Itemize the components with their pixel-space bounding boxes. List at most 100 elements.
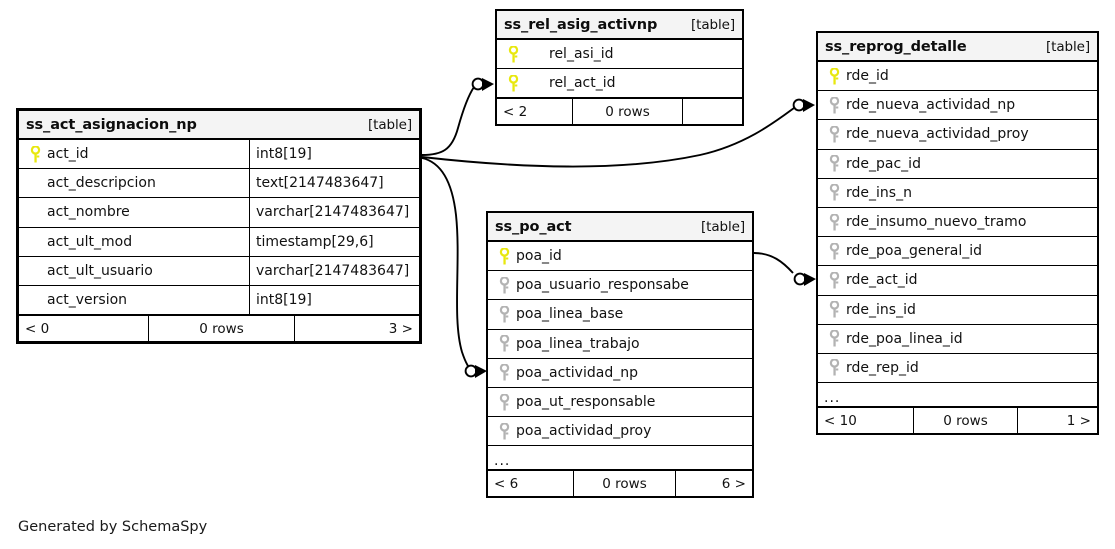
column-name: rde_nueva_actividad_proy xyxy=(846,126,1029,143)
table-footer: < 2 0 rows xyxy=(497,98,742,125)
column-name: act_nombre xyxy=(47,204,130,221)
table-row[interactable]: poa_actividad_np xyxy=(488,359,752,388)
no-key-icon xyxy=(25,286,45,314)
no-key-icon xyxy=(25,257,45,285)
table-ss-act-asignacion-np[interactable]: ss_act_asignacion_np [table] act_id int8… xyxy=(16,108,422,345)
table-row[interactable]: act_id int8[19] xyxy=(19,140,419,170)
footer-next-count[interactable]: 3 > xyxy=(388,320,413,337)
table-header: ss_po_act [table] xyxy=(488,213,752,242)
column-name: act_version xyxy=(47,292,128,309)
generated-by-credit: Generated by SchemaSpy xyxy=(18,519,208,535)
footer-prev-count[interactable]: < 6 xyxy=(488,471,574,497)
table-type-label: [table] xyxy=(690,16,735,33)
column-name-cell: poa_ut_responsable xyxy=(488,388,752,416)
column-type: timestamp[29,6] xyxy=(249,227,419,256)
table-row[interactable]: rde_nueva_actividad_proy xyxy=(818,120,1097,150)
column-name: rde_pac_id xyxy=(846,155,921,172)
table-ss-rel-asig-activnp[interactable]: ss_rel_asig_activnp [table] rel_asi_id xyxy=(495,9,744,127)
column-name: poa_usuario_responsabe xyxy=(516,277,689,294)
table-header: ss_act_asignacion_np [table] xyxy=(19,111,419,140)
footer-next-count[interactable]: 6 > xyxy=(721,475,746,492)
column-name: poa_linea_base xyxy=(516,306,624,323)
footer-next-count[interactable]: 1 > xyxy=(1066,412,1091,429)
foreign-key-icon xyxy=(824,237,844,265)
column-name-cell: poa_usuario_responsabe xyxy=(488,271,752,299)
foreign-key-icon xyxy=(494,300,514,328)
primary-key-icon xyxy=(503,69,523,97)
column-name: rde_poa_general_id xyxy=(846,243,983,260)
table-row[interactable]: rde_pac_id xyxy=(818,150,1097,179)
column-name-cell: poa_id xyxy=(488,242,752,270)
table-row[interactable]: poa_usuario_responsabe xyxy=(488,271,752,301)
footer-prev-count[interactable]: < 10 xyxy=(818,408,914,434)
table-row[interactable]: act_version int8[19] xyxy=(19,285,419,316)
relationship-poa-id-to-rde-act-id xyxy=(753,252,794,274)
column-name-cell: act_id xyxy=(19,140,249,168)
column-name-cell: act_ult_usuario xyxy=(19,257,249,285)
foreign-key-icon xyxy=(824,325,844,353)
column-name: rde_ins_n xyxy=(846,184,912,201)
table-title: ss_act_asignacion_np xyxy=(26,116,197,133)
column-name-cell: rel_asi_id xyxy=(497,40,742,68)
column-name-cell: poa_linea_base xyxy=(488,300,752,328)
table-ss-po-act[interactable]: ss_po_act [table] poa_id xyxy=(486,211,754,499)
table-title: ss_po_act xyxy=(495,218,572,235)
foreign-key-icon xyxy=(824,296,844,324)
footer-prev-count[interactable]: < 2 xyxy=(497,99,573,125)
table-header: ss_rel_asig_activnp [table] xyxy=(497,11,742,40)
table-type-label: [table] xyxy=(1045,38,1090,55)
table-row[interactable]: rel_act_id xyxy=(497,69,742,99)
table-row[interactable]: rde_insumo_nuevo_tramo xyxy=(818,208,1097,238)
column-name: poa_id xyxy=(516,248,562,265)
column-name: rde_insumo_nuevo_tramo xyxy=(846,214,1027,231)
table-row[interactable]: poa_id xyxy=(488,242,752,272)
column-name: act_ult_usuario xyxy=(47,262,153,279)
column-name-cell: rde_poa_general_id xyxy=(818,237,1097,265)
column-name: rde_rep_id xyxy=(846,359,919,376)
table-row[interactable]: rde_id xyxy=(818,62,1097,92)
table-row[interactable]: rde_poa_general_id xyxy=(818,237,1097,267)
table-row[interactable]: rel_asi_id xyxy=(497,40,742,70)
column-name-cell: poa_linea_trabajo xyxy=(488,330,752,358)
table-row[interactable]: rde_ins_id xyxy=(818,296,1097,325)
table-row[interactable]: act_ult_mod timestamp[29,6] xyxy=(19,227,419,257)
table-row[interactable]: poa_linea_base xyxy=(488,300,752,330)
column-name-cell: rde_rep_id xyxy=(818,354,1097,382)
column-name: act_id xyxy=(47,146,89,163)
primary-key-icon xyxy=(494,242,514,270)
table-row[interactable]: act_nombre varchar[2147483647] xyxy=(19,198,419,228)
more-columns-indicator: ... xyxy=(818,383,1097,408)
table-footer: < 0 0 rows 3 > xyxy=(19,315,419,342)
column-name: rde_poa_linea_id xyxy=(846,330,963,347)
table-header: ss_reprog_detalle [table] xyxy=(818,33,1097,62)
table-type-label: [table] xyxy=(367,116,412,133)
table-row[interactable]: rde_rep_id xyxy=(818,354,1097,384)
table-title: ss_reprog_detalle xyxy=(825,38,967,55)
table-footer: < 10 0 rows 1 > xyxy=(818,407,1097,434)
column-name: act_ult_mod xyxy=(47,233,133,250)
table-ss-reprog-detalle[interactable]: ss_reprog_detalle [table] rde_id xyxy=(816,31,1099,436)
relationship-act-id-to-rel-act-id xyxy=(421,86,475,156)
table-row[interactable]: rde_act_id xyxy=(818,266,1097,296)
relationship-endpoint-circle xyxy=(792,98,806,112)
relationship-endpoint-circle xyxy=(464,364,478,378)
table-row[interactable]: poa_ut_responsable xyxy=(488,388,752,418)
foreign-key-icon xyxy=(824,91,844,119)
primary-key-icon xyxy=(25,140,45,168)
column-name-cell: act_ult_mod xyxy=(19,228,249,256)
table-row[interactable]: rde_poa_linea_id xyxy=(818,325,1097,354)
column-type: varchar[2147483647] xyxy=(249,256,419,285)
table-row[interactable]: act_descripcion text[2147483647] xyxy=(19,169,419,199)
column-name: act_descripcion xyxy=(47,175,156,192)
table-row[interactable]: poa_linea_trabajo xyxy=(488,330,752,359)
table-row[interactable]: rde_ins_n xyxy=(818,179,1097,208)
column-name-cell: poa_actividad_proy xyxy=(488,417,752,445)
table-row[interactable]: act_ult_usuario varchar[2147483647] xyxy=(19,256,419,286)
footer-next-count[interactable] xyxy=(683,99,742,124)
column-name: rde_ins_id xyxy=(846,301,916,318)
table-row[interactable]: rde_nueva_actividad_np xyxy=(818,91,1097,121)
footer-prev-count[interactable]: < 0 xyxy=(19,316,149,342)
column-name: poa_actividad_np xyxy=(516,364,638,381)
table-row[interactable]: poa_actividad_proy xyxy=(488,417,752,447)
